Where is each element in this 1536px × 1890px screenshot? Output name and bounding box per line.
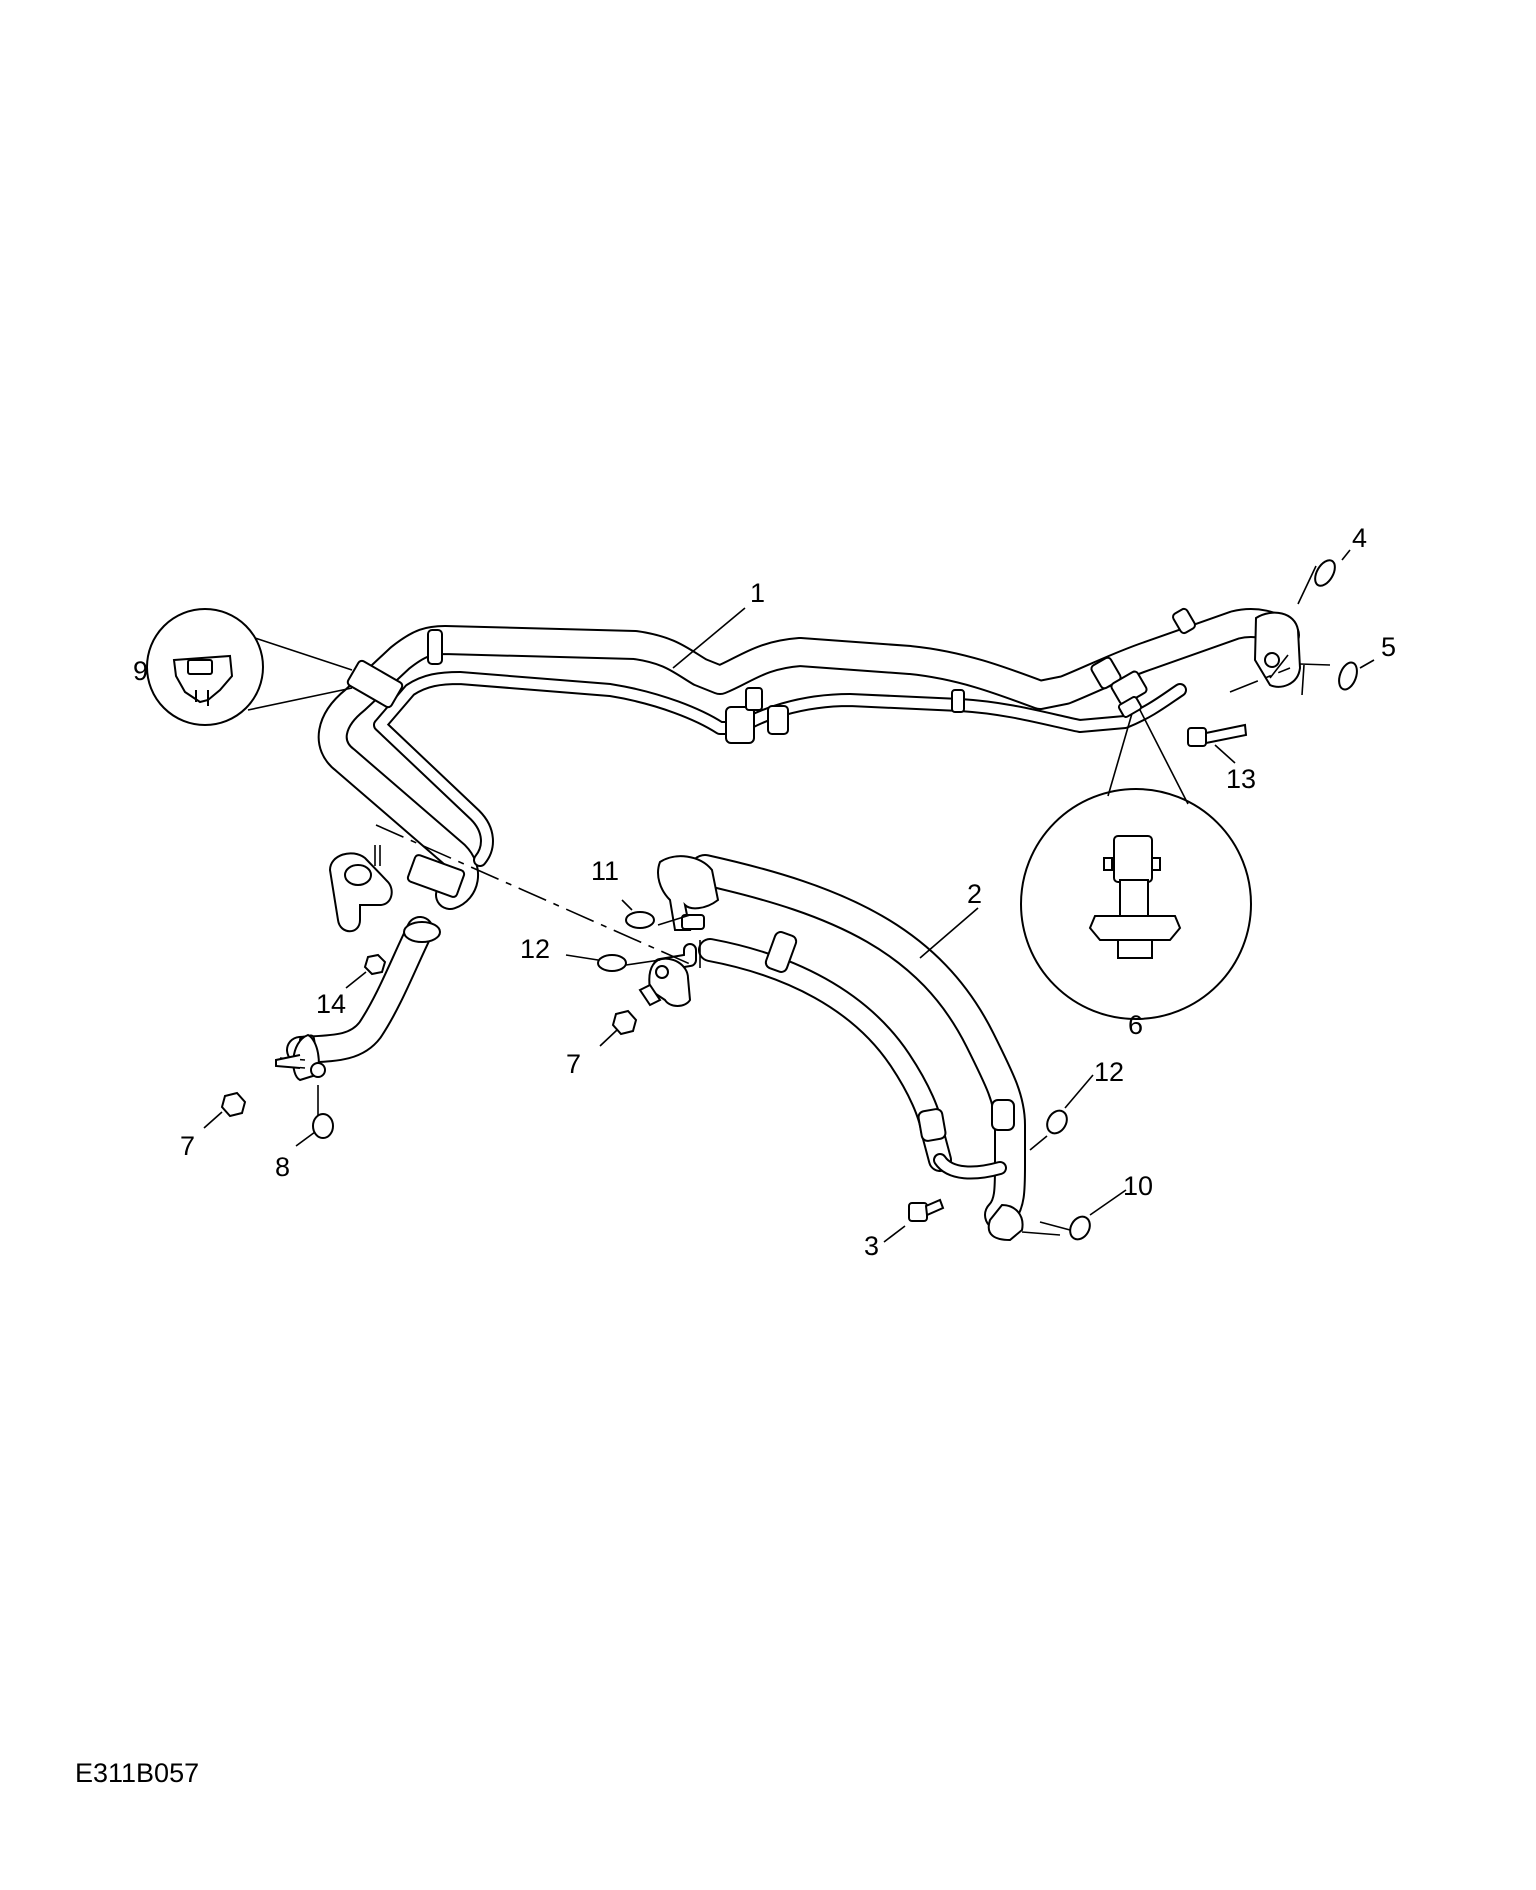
callout-11: 11: [591, 856, 619, 886]
callout-2: 2: [967, 879, 982, 909]
diagram-code: E311B057: [75, 1758, 199, 1788]
nut-7-middle: [611, 1009, 638, 1036]
callout-8: 8: [275, 1152, 290, 1182]
bolt-3: [908, 1202, 928, 1222]
o-ring-5: [1338, 661, 1358, 691]
left-lower-line: [275, 845, 441, 1082]
callout-10: 10: [1123, 1171, 1153, 1201]
o-ring-11: [625, 911, 655, 929]
callouts: 1 2 3 4 5 6 7 7 8 9 10 11 12 12 13 14: [133, 523, 1396, 1261]
callout-3: 3: [864, 1231, 879, 1261]
nut-7-left: [220, 1091, 247, 1118]
o-ring-4: [1314, 559, 1336, 587]
o-ring-10: [1069, 1215, 1091, 1241]
loose-parts: [220, 559, 1358, 1241]
callout-1: 1: [750, 578, 765, 608]
callout-4: 4: [1352, 523, 1367, 553]
nut-14: [363, 953, 387, 976]
callout-5: 5: [1381, 632, 1396, 662]
callout-6: 6: [1128, 1010, 1143, 1040]
callout-7-middle: 7: [566, 1049, 581, 1079]
callout-13: 13: [1226, 764, 1256, 794]
detail-bubble-9: [146, 608, 353, 726]
o-ring-8: [312, 1113, 334, 1139]
callout-14: 14: [316, 989, 346, 1019]
callout-12-left: 12: [520, 934, 550, 964]
detail-bubble-6: [1020, 696, 1252, 1020]
ac-line-assembly-1: [317, 607, 1302, 910]
ac-line-assembly-2: [638, 854, 1026, 1242]
o-ring-12-left: [597, 954, 627, 972]
leader-lines: [203, 549, 1375, 1243]
callout-12-right: 12: [1094, 1057, 1124, 1087]
callout-9: 9: [133, 656, 148, 686]
o-ring-12-right: [1046, 1109, 1068, 1135]
bolt-13: [1187, 727, 1207, 747]
callout-7-left: 7: [180, 1131, 195, 1161]
alignment-lines: [375, 654, 1291, 968]
